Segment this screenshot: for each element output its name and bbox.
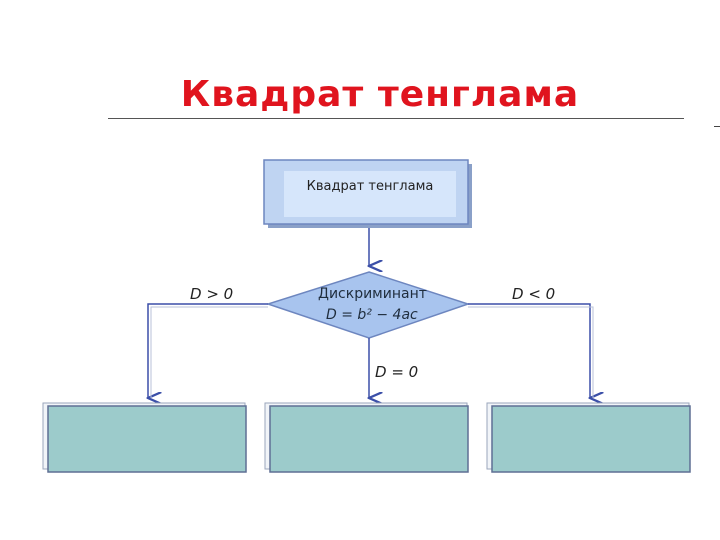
top-box <box>263 159 472 228</box>
result-box-middle <box>264 402 469 473</box>
arrow-right-branch <box>468 303 590 398</box>
edge-tick <box>714 126 720 127</box>
branch-label-right: D < 0 <box>512 285 556 303</box>
page-title: Квадрат тенглама <box>180 74 580 115</box>
decision-diamond <box>265 271 471 339</box>
result-box-left <box>42 402 247 473</box>
top-box-label: Квадрат тенглама <box>306 179 434 194</box>
title-underline <box>108 118 684 119</box>
result-box-right <box>486 402 691 473</box>
decision-formula: D = b² − 4ac <box>326 307 418 323</box>
branch-label-middle: D = 0 <box>375 363 419 381</box>
arrow-left-branch <box>148 303 268 398</box>
decision-title: Дискриминант <box>318 286 427 302</box>
branch-label-left: D > 0 <box>190 285 234 303</box>
